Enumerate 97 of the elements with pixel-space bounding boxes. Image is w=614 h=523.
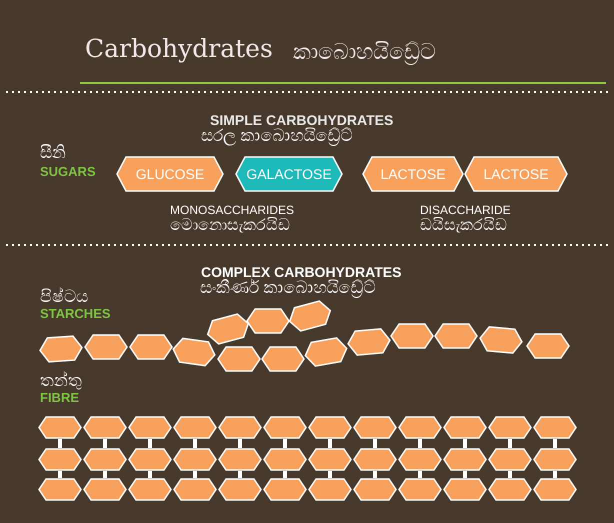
section-heading: COMPLEX CARBOHYDRATES	[201, 264, 402, 280]
sugar-unit-hexagon	[129, 334, 173, 360]
sugar-name: LACTOSE	[380, 166, 446, 182]
sugar-unit-hexagon	[398, 416, 442, 439]
sugar-unit-hexagon	[38, 448, 82, 471]
sugar-unit-hexagon	[308, 448, 352, 471]
sugar-name: GLUCOSE	[136, 166, 204, 182]
sugar-unit-hexagon	[353, 478, 397, 501]
link-bar	[508, 439, 512, 448]
link-bar	[103, 439, 107, 448]
sugar-unit-hexagon	[83, 448, 127, 471]
link-bar	[328, 471, 332, 478]
link-bar	[283, 439, 287, 448]
sugar-unit-hexagon	[390, 323, 434, 349]
sugar-unit-hexagon	[302, 335, 350, 369]
link-bar	[508, 471, 512, 478]
group-label-sinhala: මොනොසැකරයිඩ	[170, 216, 290, 235]
link-bar	[328, 439, 332, 448]
link-bar	[103, 471, 107, 478]
category-label-sinhala: පිෂ්ටය	[40, 287, 88, 307]
sugar-unit-hexagon	[434, 323, 478, 349]
sugar-unit-hexagon	[38, 334, 84, 364]
group-label-sinhala: ඩයිසැකරයිඩ	[420, 216, 507, 235]
section-heading: SIMPLE CARBOHYDRATES	[210, 112, 394, 128]
sugar-unit-hexagon	[263, 478, 307, 501]
link-bar	[418, 471, 422, 478]
sugar-hexagon	[116, 156, 224, 192]
sugar-unit-hexagon	[263, 448, 307, 471]
link-bar	[148, 471, 152, 478]
sugar-unit-hexagon	[308, 416, 352, 439]
link-bar	[418, 439, 422, 448]
sugar-unit-hexagon	[443, 478, 487, 501]
category-label-sinhala: තන්තු	[40, 371, 82, 391]
sugar-unit-hexagon	[246, 308, 290, 334]
sugar-unit-hexagon	[128, 416, 172, 439]
sugar-unit-hexagon	[38, 416, 82, 439]
sugar-unit-hexagon	[533, 478, 577, 501]
sugar-unit-hexagon	[533, 416, 577, 439]
group-label: MONOSACCHARIDES	[170, 203, 294, 217]
sugar-unit-hexagon	[353, 448, 397, 471]
link-bar	[58, 471, 62, 478]
link-bar	[373, 471, 377, 478]
sugar-unit-hexagon	[173, 478, 217, 501]
sugar-hexagon	[362, 156, 464, 192]
link-bar	[238, 471, 242, 478]
link-bar	[553, 471, 557, 478]
sugar-unit-hexagon	[443, 416, 487, 439]
sugar-unit-hexagon	[443, 448, 487, 471]
sugar-unit-hexagon	[83, 478, 127, 501]
sugar-hexagon	[464, 156, 568, 192]
sugar-hexagon	[235, 156, 343, 192]
sugar-unit-hexagon	[173, 448, 217, 471]
link-bar	[58, 439, 62, 448]
sugar-unit-hexagon	[308, 478, 352, 501]
link-bar	[553, 439, 557, 448]
section-heading-sinhala: සරල කාබොහයිඩ්‍රේට්	[201, 126, 353, 146]
category-label-sinhala: සීනි	[40, 143, 66, 163]
link-bar	[193, 471, 197, 478]
sugar-unit-hexagon	[218, 448, 262, 471]
sugar-unit-hexagon	[38, 478, 82, 501]
sugar-name: GALACTOSE	[246, 166, 332, 182]
sugar-unit-hexagon	[398, 448, 442, 471]
sugar-unit-hexagon	[170, 336, 218, 368]
sugar-unit-hexagon	[218, 416, 262, 439]
sugar-unit-hexagon	[488, 448, 532, 471]
sugar-unit-hexagon	[84, 334, 128, 360]
title: Carbohydrates	[85, 34, 273, 63]
sugar-unit-hexagon	[526, 333, 570, 359]
sugar-unit-hexagon	[488, 416, 532, 439]
sugar-name: LACTOSE	[483, 166, 549, 182]
category-label: FIBRE	[40, 390, 79, 405]
sugar-unit-hexagon	[217, 346, 261, 372]
sugar-unit-hexagon	[218, 478, 262, 501]
link-bar	[463, 439, 467, 448]
sugar-unit-hexagon	[263, 416, 307, 439]
sugar-unit-hexagon	[478, 325, 524, 355]
group-label: DISACCHARIDE	[420, 203, 511, 217]
sugar-unit-hexagon	[83, 416, 127, 439]
sugar-unit-hexagon	[533, 448, 577, 471]
title-sinhala: කාබොහයිඩ්‍රේට	[293, 39, 436, 65]
sugar-unit-hexagon	[346, 327, 392, 357]
category-label: SUGARS	[40, 164, 96, 179]
link-bar	[463, 471, 467, 478]
link-bar	[373, 439, 377, 448]
link-bar	[283, 471, 287, 478]
sugar-unit-hexagon	[488, 478, 532, 501]
sugar-unit-hexagon	[173, 416, 217, 439]
link-bar	[148, 439, 152, 448]
link-bar	[238, 439, 242, 448]
sugar-unit-hexagon	[353, 416, 397, 439]
sugar-unit-hexagon	[261, 346, 305, 372]
link-bar	[193, 439, 197, 448]
section-heading-sinhala: සංකීර්ණ කාබොහයිඩ්‍රේට්	[200, 278, 376, 298]
sugar-unit-hexagon	[128, 478, 172, 501]
sugar-unit-hexagon	[398, 478, 442, 501]
category-label: STARCHES	[40, 306, 111, 321]
sugar-unit-hexagon	[128, 448, 172, 471]
